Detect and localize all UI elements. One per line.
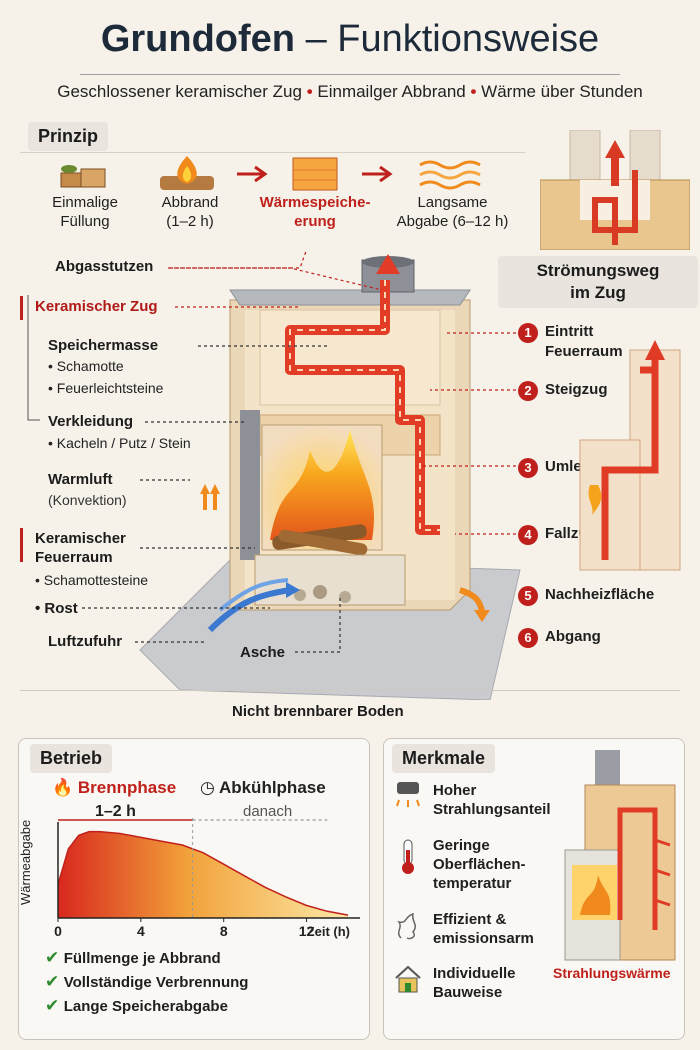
title-divider: [80, 74, 620, 75]
burn-phase-label: 🔥 Brennphase: [52, 778, 177, 797]
flow-number-2: 2: [518, 381, 538, 401]
cooling-phase-label: ◷ Abkühlphase: [200, 778, 326, 797]
label-ceramic-flue: Keramischer Zug: [35, 298, 158, 315]
label-cladding: Verkleidung: [48, 413, 134, 430]
cooling-phase-duration: danach: [243, 803, 293, 820]
label-floor: Nicht brennbarer Boden: [232, 703, 404, 720]
label-firebricks: • Schamottesteine: [35, 572, 149, 588]
heat-waves-icon: [419, 160, 481, 190]
check-item-1: ✔ Füllmenge je Abbrand: [45, 948, 221, 967]
checkmark-icon: ✔: [45, 972, 60, 991]
heat-storage-icon: [292, 157, 338, 191]
subtitle: Geschlossener keramischer Zug • Einmailg…: [57, 82, 643, 101]
page-title: Grundofen – Funktionsweise: [100, 18, 600, 60]
flow-number-4: 4: [518, 525, 538, 545]
label-light-firebricks: • Feuerleichtsteine: [48, 380, 164, 396]
label-grate: • Rost: [35, 600, 78, 617]
radiator-icon: [396, 782, 420, 807]
checkmark-icon: ✔: [45, 996, 60, 1015]
check-item-2: ✔ Vollständige Verbrennung: [45, 972, 249, 991]
fire-icon: [160, 156, 214, 190]
x-tick-label: 8: [220, 923, 228, 939]
x-tick-label: 0: [54, 923, 62, 939]
flow-number-5: 5: [518, 586, 538, 606]
operation-heading: Betrieb: [30, 744, 113, 773]
flow-item-6: Abgang: [545, 628, 601, 645]
flow-number-1: 1: [518, 323, 538, 343]
house-icon: [395, 965, 421, 993]
x-tick-label: 12: [299, 923, 315, 939]
label-flue-outlet: Abgasstutzen: [55, 258, 154, 275]
features-heading: Merkmale: [392, 744, 496, 773]
flame-icon: 🔥: [52, 778, 74, 797]
arrow-right-icon: [362, 165, 393, 183]
principle-divider: [20, 152, 525, 153]
section-divider: [20, 690, 680, 691]
flow-item-5: Nachheizfläche: [545, 586, 655, 603]
oven-illustration: [139, 250, 521, 700]
leader-lines: [20, 267, 516, 653]
flue-cross-section: [579, 340, 681, 571]
chart-ylabel: Wärmeabgabe: [18, 819, 33, 905]
label-ash: Asche: [240, 644, 286, 661]
check-item-3: ✔ Lange Speicherabgabe: [45, 996, 228, 1015]
principle-heading: Prinzip: [28, 122, 109, 151]
mini-oven-illustration: [564, 750, 676, 961]
heat-output-area: [58, 831, 348, 918]
radiation-heat-label: Strahlungswärme: [553, 965, 671, 981]
step-storage: Wärmespeiche-erung: [259, 194, 371, 230]
flow-number-6: 6: [518, 628, 538, 648]
x-tick-label: 4: [137, 923, 145, 939]
clock-icon: ◷: [200, 778, 215, 797]
thermometer-icon: [402, 839, 414, 874]
arrow-right-icon: [237, 165, 268, 183]
label-warm-air: Warmluft: [48, 471, 113, 488]
chimney-flow-illustration: [540, 130, 690, 250]
heat-output-line: [57, 830, 349, 916]
flow-item-2: Steigzug: [545, 381, 608, 398]
flow-number-3: 3: [518, 458, 538, 478]
label-fireclay: • Schamotte: [48, 358, 124, 374]
burn-phase-duration: 1–2 h: [95, 803, 136, 820]
label-air-supply: Luftzufuhr: [48, 633, 123, 650]
label-storage-mass: Speichermasse: [48, 337, 159, 354]
label-cladding-materials: • Kacheln / Putz / Stein: [48, 435, 191, 451]
clean-smoke-icon: [397, 912, 416, 940]
checkmark-icon: ✔: [45, 948, 60, 967]
chart-xlabel: Zeit (h): [307, 924, 350, 939]
label-convection: (Konvektion): [48, 492, 127, 508]
wood-logs-icon: [60, 165, 106, 188]
step-burn: Abbrand(1–2 h): [161, 194, 219, 230]
feature-efficient: Effizient &emissionsarm: [433, 911, 534, 947]
